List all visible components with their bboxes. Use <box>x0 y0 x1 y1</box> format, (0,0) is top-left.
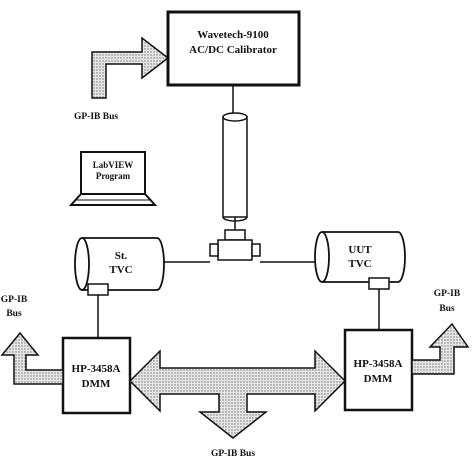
calibrator-name: Wavetech-9100 <box>197 29 269 41</box>
left-gpib-arrow <box>0 331 64 385</box>
dmm-right-label-1: HP-3458A <box>354 358 403 370</box>
dmm-left-label-2: DMM <box>82 378 111 390</box>
bottom-gpib-label: GP-IB Bus <box>211 449 255 459</box>
std-tvc-label-1: St. <box>115 250 128 262</box>
right-gpib-label-2: Bus <box>439 304 455 314</box>
uut-tvc-connector <box>368 277 390 330</box>
uut-tvc-label-1: UUT <box>348 244 372 256</box>
calibrator: Wavetech-9100 AC/DC Calibrator <box>166 10 301 87</box>
laptop-label-2: Program <box>96 171 131 181</box>
top-gpib-label: GP-IB Bus <box>74 112 118 122</box>
left-gpib-label-1: GP-IB <box>1 295 28 305</box>
std-tvc: St. TVC <box>74 237 165 291</box>
std-tvc-connector <box>87 283 109 338</box>
laptop-label-1: LabVIEW <box>93 160 134 170</box>
std-tvc-label-2: TVC <box>109 264 132 276</box>
central-gpib-arrow <box>128 349 347 439</box>
right-gpib-label-1: GP-IB <box>434 289 461 299</box>
dmm-right-label-2: DMM <box>364 373 393 385</box>
dmm-left: HP-3458A DMM <box>61 336 132 415</box>
right-gpib-arrow <box>411 322 470 375</box>
left-gpib-label-2: Bus <box>6 309 22 319</box>
uut-tvc: UUT TVC <box>314 231 406 283</box>
tee-connector <box>209 229 261 261</box>
laptop-icon: LabVIEW Program <box>68 151 158 206</box>
calibrator-type: AC/DC Calibrator <box>189 44 277 56</box>
uut-tvc-label-2: TVC <box>348 258 371 270</box>
dmm-left-label-1: HP-3458A <box>72 363 121 375</box>
top-gpib-arrow <box>91 36 170 99</box>
dmm-right: HP-3458A DMM <box>343 328 414 412</box>
coax-cylinder <box>222 112 248 232</box>
